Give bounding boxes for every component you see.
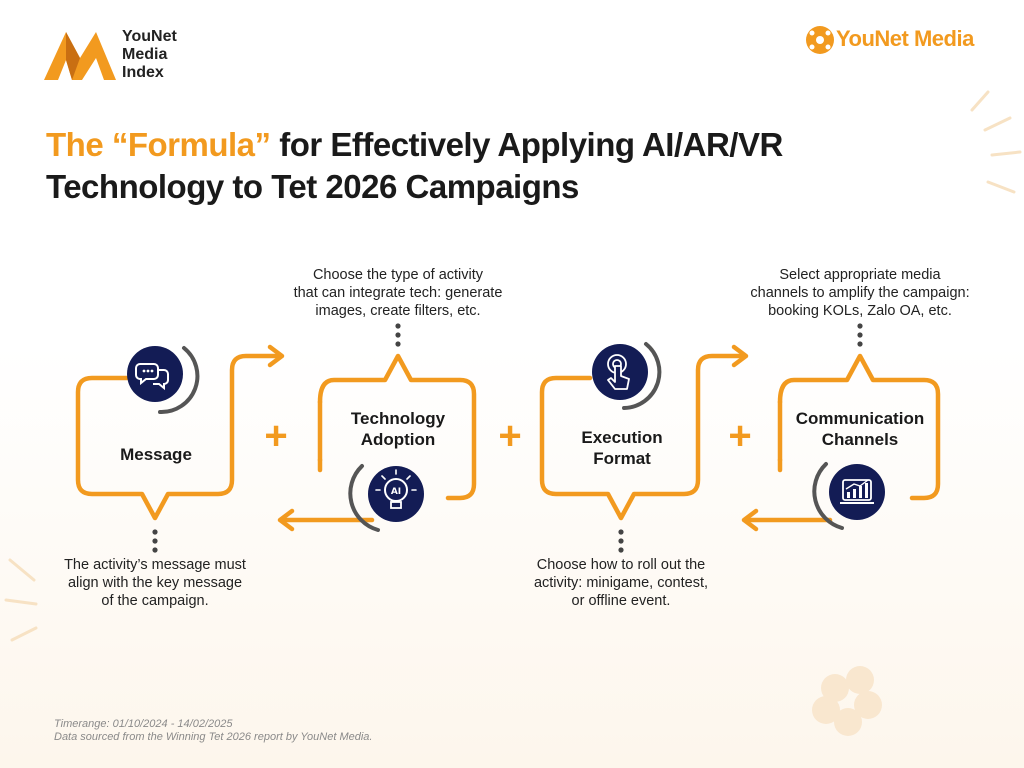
younet-media-logo-mark (806, 26, 834, 54)
communication-channels-label: Communication Channels (782, 408, 938, 450)
ai-lightbulb-icon: AI (368, 466, 424, 522)
icon-arc (348, 464, 380, 532)
note-line: Select appropriate media (779, 267, 941, 283)
label-line: Communication (795, 409, 925, 428)
note-line: activity: minigame, contest, (533, 575, 709, 591)
note-line: or offline event. (571, 593, 671, 609)
dotted-connector (857, 323, 863, 347)
execution-format-frame (539, 353, 747, 521)
icon-arc (158, 346, 200, 415)
communication-channels-frame (777, 353, 941, 501)
chart-screen-icon (829, 464, 885, 520)
technology-adoption-frame (317, 353, 477, 501)
younet-media-index-logo-mark (44, 32, 116, 80)
icon-arc (622, 342, 662, 410)
label-line: Adoption (360, 430, 436, 449)
source-text: Data sourced from the Winning Tet 2026 r… (54, 731, 373, 743)
message-frame (75, 353, 283, 521)
arrow-head (741, 508, 759, 532)
title-rest: for Effectively Applying AI/AR/VR (270, 126, 783, 163)
icon-arc (812, 462, 844, 530)
page-title: The “Formula” for Effectively Applying A… (46, 124, 946, 208)
technology-adoption-label: Technology Adoption (326, 408, 470, 450)
chat-bubbles-icon (127, 346, 183, 402)
dotted-connector (395, 323, 401, 347)
label-line: Format (593, 449, 651, 468)
note-line: The activity’s message must (64, 557, 246, 573)
communication-channels-note: Select appropriate media channels to amp… (726, 266, 994, 320)
note-line: channels to amplify the campaign: (750, 285, 970, 301)
note-line: Choose the type of activity (312, 267, 484, 283)
note-line: that can integrate tech: generate (293, 285, 503, 301)
note-line: Choose how to roll out the (536, 557, 706, 573)
plus-operator: + (728, 414, 752, 458)
plus-operator: + (264, 414, 288, 458)
label-line: Channels (821, 430, 899, 449)
timerange-text: Timerange: 01/10/2024 - 14/02/2025 (54, 718, 233, 730)
logo-line: Index (122, 64, 164, 81)
arrow-head (731, 344, 749, 368)
source-footer: Timerange: 01/10/2024 - 14/02/2025 Data … (54, 718, 372, 744)
execution-format-note: Choose how to roll out the activity: min… (500, 556, 742, 610)
logo-text: YouNet Media (836, 26, 974, 51)
svg-text:AI: AI (391, 487, 401, 497)
plus-operator: + (498, 414, 522, 458)
label-line: Technology (350, 409, 446, 428)
message-note: The activity’s message must align with t… (40, 556, 270, 610)
younet-media-logo: YouNet Media (802, 22, 1002, 58)
note-line: of the campaign. (101, 593, 209, 609)
dotted-connector (152, 529, 158, 553)
note-line: align with the key message (67, 575, 243, 591)
title-line2: Technology to Tet 2026 Campaigns (46, 168, 579, 205)
technology-adoption-note: Choose the type of activity that can int… (270, 266, 526, 320)
arrow-head (267, 344, 285, 368)
note-line: images, create filters, etc. (315, 303, 481, 319)
younet-media-index-logo: YouNet Media Index (40, 26, 200, 86)
sunburst-decoration-left (4, 558, 38, 642)
logo-line: YouNet (122, 28, 177, 45)
note-line: booking KOLs, Zalo OA, etc. (768, 303, 952, 319)
label-line: Message (120, 445, 192, 464)
flower-decoration (812, 666, 882, 736)
sunburst-decoration (970, 90, 1022, 194)
title-accent: The “Formula” (46, 126, 271, 163)
logo-line: Media (122, 46, 168, 63)
dotted-connector (618, 529, 624, 553)
execution-format-label: Execution Format (550, 427, 694, 469)
message-label: Message (88, 444, 224, 465)
label-line: Execution (581, 428, 663, 447)
arrow-head (277, 508, 295, 532)
touch-hand-icon (592, 344, 648, 400)
